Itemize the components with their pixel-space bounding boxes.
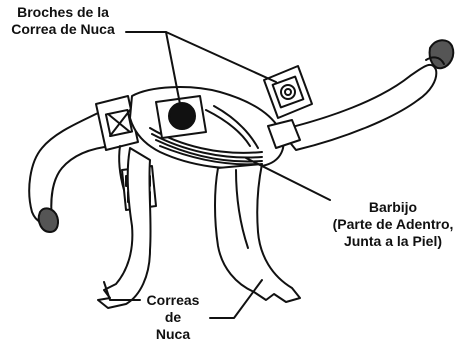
label-correas-line: de xyxy=(138,309,208,326)
leader-broches-2 xyxy=(166,32,276,82)
snap-button-icon xyxy=(156,96,206,138)
label-correas-line: Nuca xyxy=(138,326,208,343)
label-correas: Correas de Nuca xyxy=(138,292,208,343)
stitch-box-icon xyxy=(264,66,312,118)
label-barbijo: Barbijo (Parte de Adentro, Junta a la Pi… xyxy=(318,199,468,250)
left-strap-tip xyxy=(39,208,58,232)
label-barbijo-line: Junta a la Piel) xyxy=(318,233,468,250)
left-strap xyxy=(29,112,112,223)
neck-strap-right xyxy=(215,164,300,302)
label-correas-line: Correas xyxy=(138,292,208,309)
label-broches: Broches de la Correa de Nuca xyxy=(2,4,124,38)
label-barbijo-line: Barbijo xyxy=(318,199,468,216)
label-barbijo-line: (Parte de Adentro, xyxy=(318,216,468,233)
label-broches-line: Correa de Nuca xyxy=(2,21,124,38)
right-strap-tip xyxy=(430,40,454,68)
label-broches-line: Broches de la xyxy=(2,4,124,21)
